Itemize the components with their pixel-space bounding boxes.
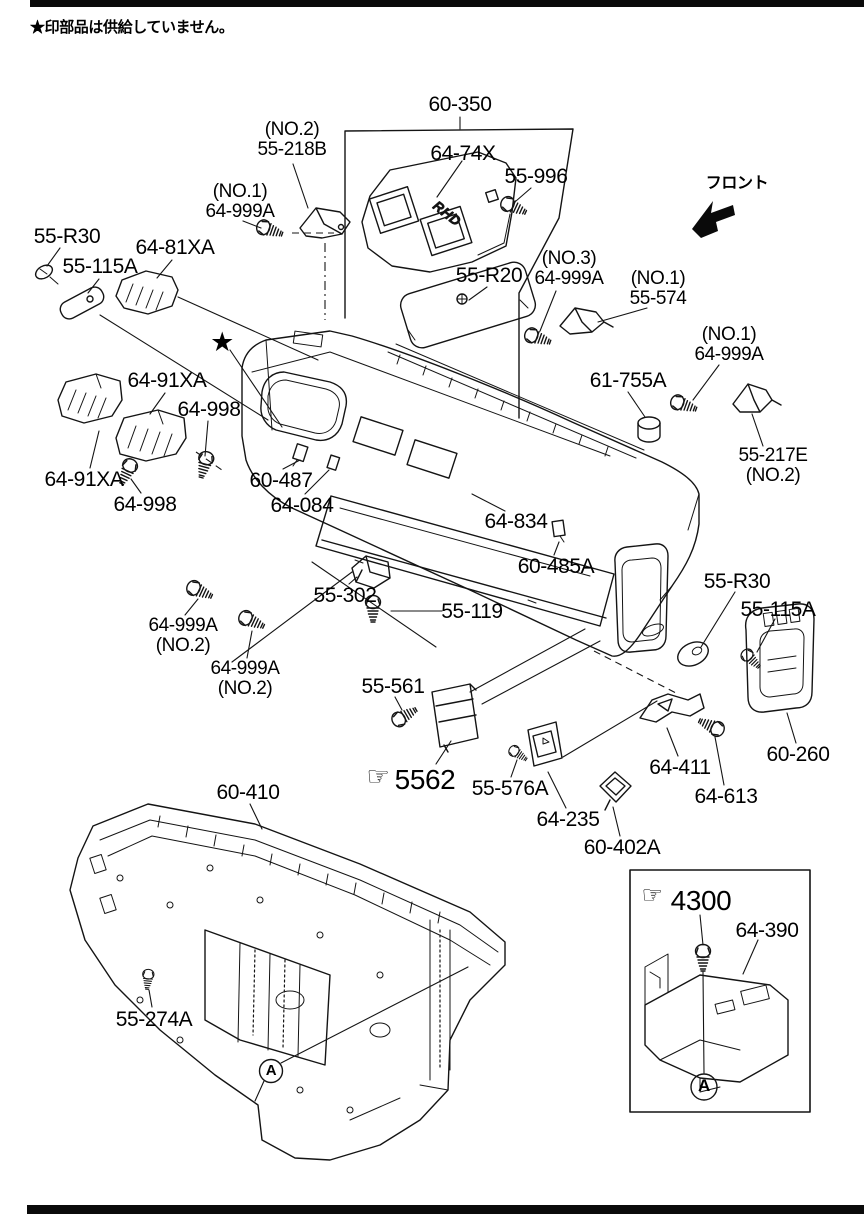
- plate-55-115A-left: [59, 286, 105, 320]
- clip-55-217E: [732, 383, 782, 413]
- clip-55-574: [559, 307, 614, 335]
- inset-box: [629, 869, 811, 1113]
- dashboard-panel: [241, 330, 700, 657]
- connector-5562: [431, 683, 479, 753]
- firewall-60-410: [69, 803, 506, 1161]
- front-arrow-icon: [692, 201, 735, 238]
- bottom-scan-bar: [27, 1205, 864, 1214]
- marker-a-inset-circle: [690, 1073, 718, 1101]
- clip-60-485A: [551, 519, 566, 543]
- vent-64-91XA-lower: [115, 409, 187, 462]
- dashed-lines: [195, 232, 677, 694]
- knob-61-755A: [637, 416, 661, 443]
- marker-a-main-circle: [258, 1058, 284, 1084]
- clip-60-402A: [599, 771, 632, 811]
- center-vent-64-74X: RHD: [361, 151, 517, 273]
- box-60-350: [344, 128, 574, 419]
- top-scan-bar: [30, 0, 864, 7]
- screw-fasteners: [114, 193, 765, 765]
- grommet-55-R30-right: [677, 641, 709, 667]
- bracket-64-411: [639, 693, 705, 723]
- bracket-64-235: [527, 721, 563, 767]
- side-vent-60-260: [744, 603, 815, 713]
- leader-lines: [46, 116, 797, 1102]
- vent-64-91XA-upper: [57, 373, 123, 424]
- side-demister-64-81XA: [115, 270, 179, 315]
- clip-55-274A-target: [140, 968, 155, 991]
- bracket-55-302: [351, 555, 391, 589]
- connector-lines: [99, 296, 705, 1102]
- clip-55-218B: [299, 207, 351, 239]
- grommet-55-R30-left: [34, 264, 59, 285]
- lid-55-R20: [399, 261, 537, 349]
- clip-64-084: [326, 454, 341, 471]
